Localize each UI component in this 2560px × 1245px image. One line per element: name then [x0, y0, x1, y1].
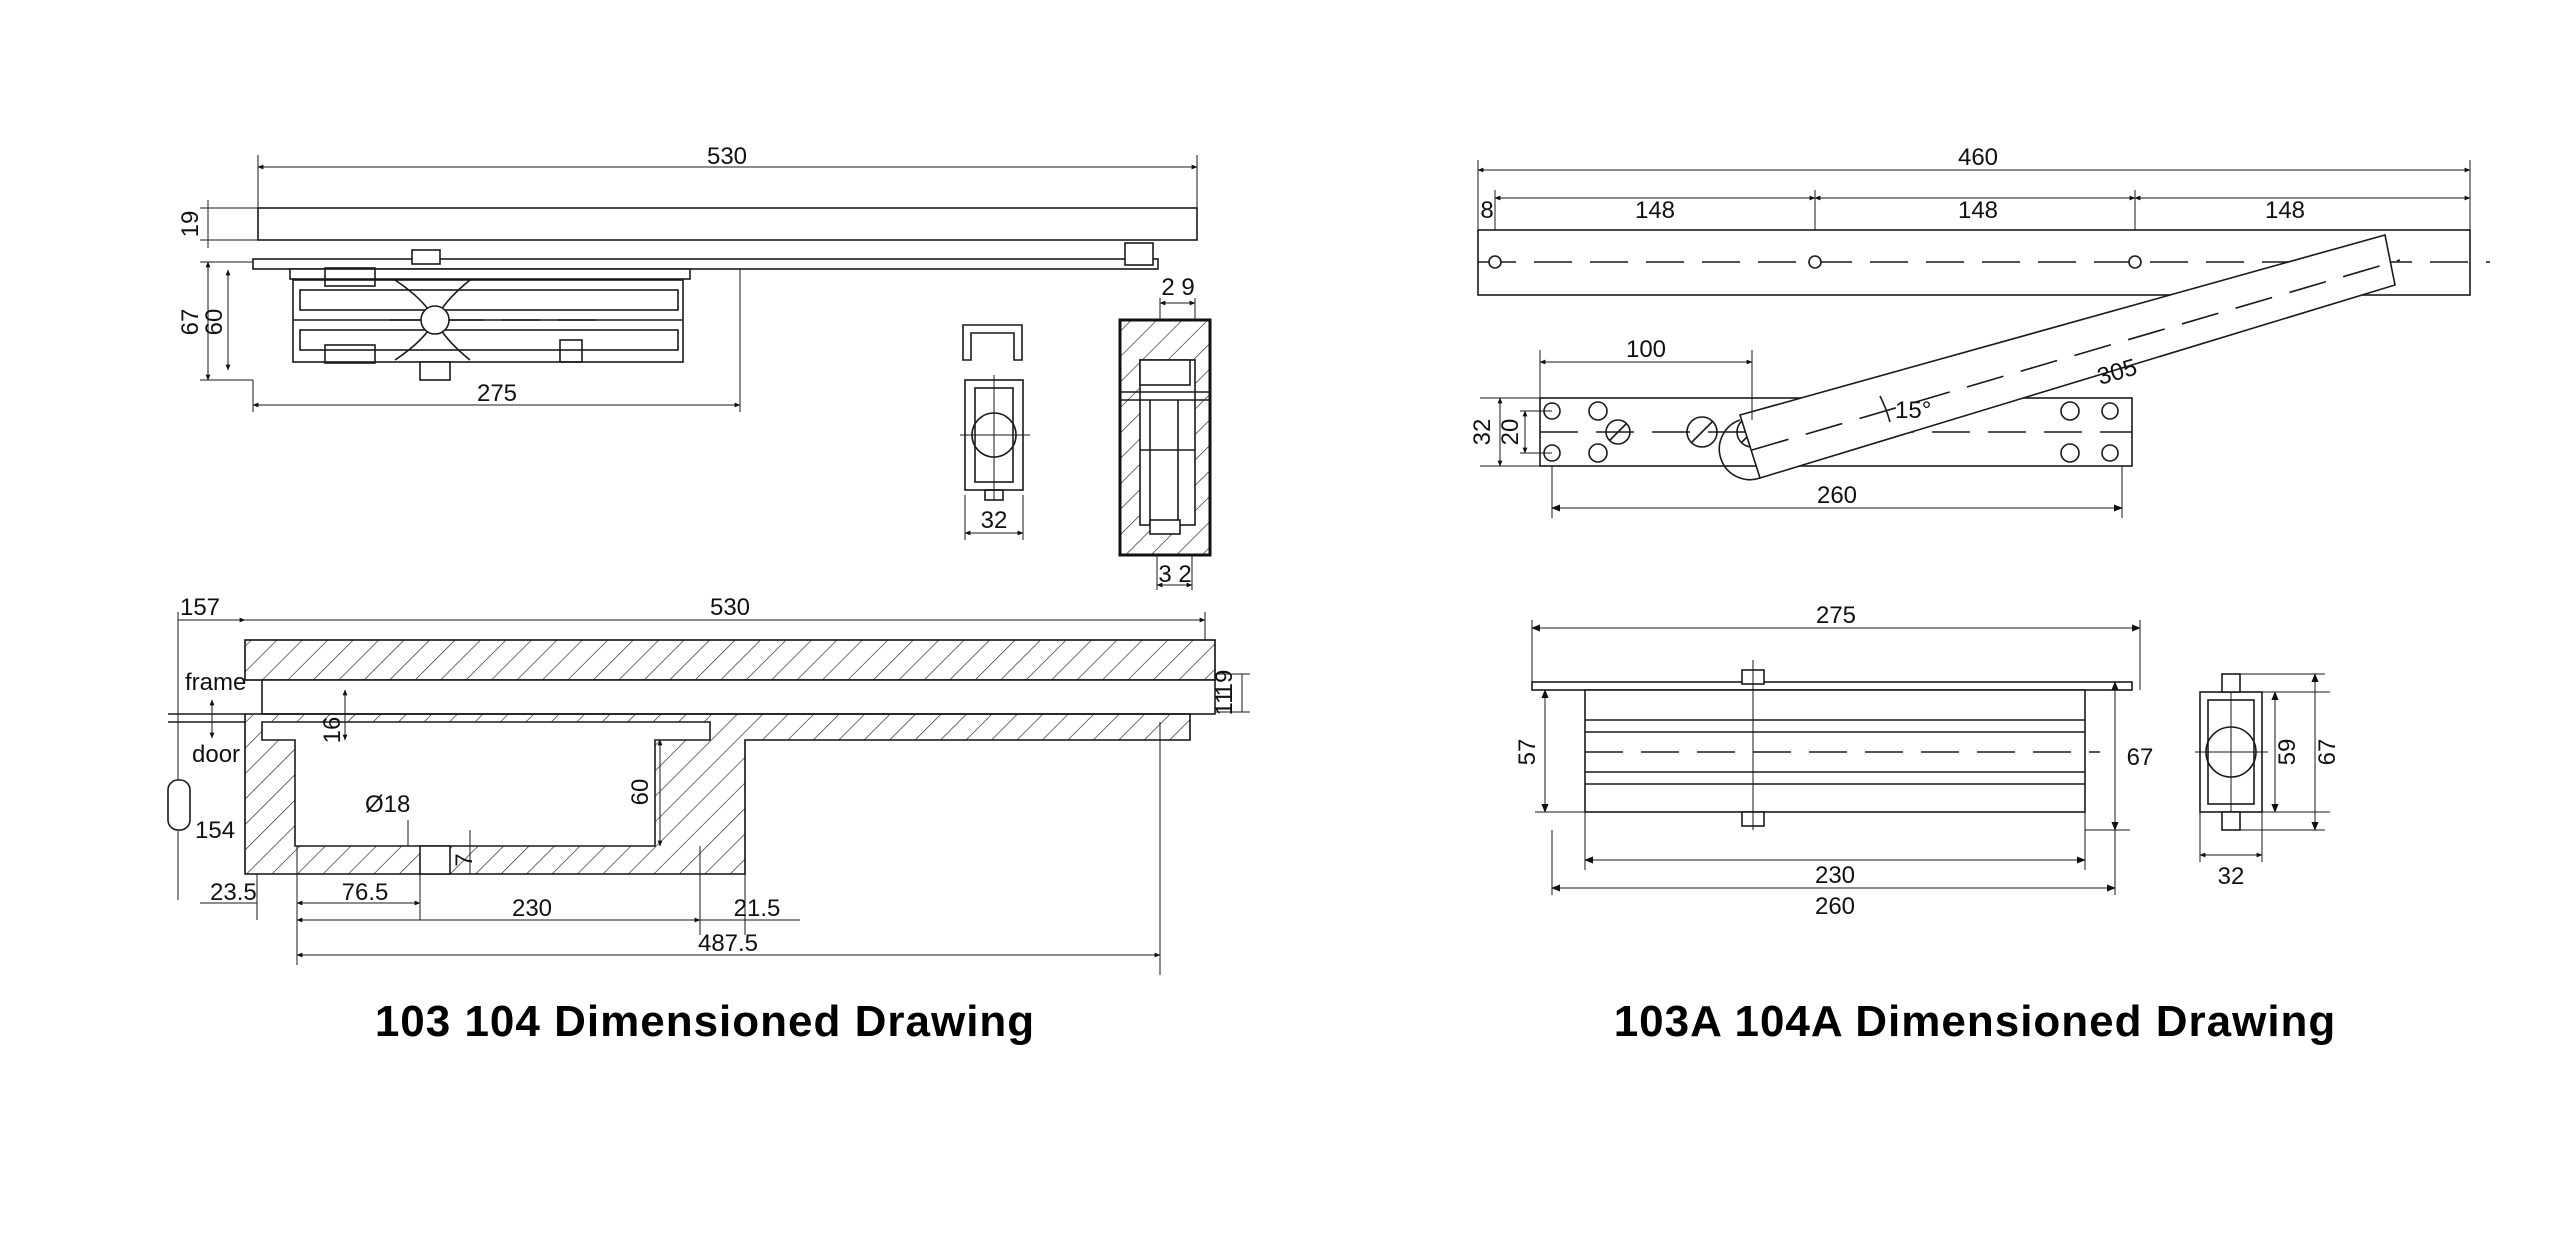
dim-154: 154	[195, 817, 235, 844]
dim-487-5: 487.5	[698, 930, 758, 957]
dim-19-right: 19	[1211, 670, 1238, 697]
dim-100: 100	[1626, 336, 1666, 363]
dim-57: 57	[1514, 739, 1541, 766]
dim-angle-15: 15°	[1895, 397, 1931, 424]
dim-460: 460	[1958, 144, 1998, 171]
dim-21-5: 21.5	[734, 895, 781, 922]
left-install-view: 530 157 frame door 16 60 Ø18 7 154 11 19	[167, 594, 1250, 975]
dim-8: 8	[1480, 197, 1493, 224]
right-end-view: 59 67 32	[2195, 673, 2341, 890]
dim-275-body: 275	[477, 380, 517, 407]
dim-76-5: 76.5	[342, 879, 389, 906]
label-frame: frame	[185, 669, 246, 696]
left-top-view: 530 19 67 60 275	[177, 143, 1198, 412]
dim-59: 59	[2274, 739, 2301, 766]
left-section-a: 32	[960, 324, 1030, 540]
dim-19-arm: 19	[177, 211, 204, 238]
dim-67-end: 67	[2314, 739, 2341, 766]
dim-275-top: 275	[1816, 602, 1856, 629]
dim-67-body-right: 67	[2127, 744, 2154, 771]
dim-60-pocket: 60	[627, 779, 654, 806]
dim-32b-section: 3 2	[1158, 561, 1191, 588]
dim-148-a: 148	[1635, 197, 1675, 224]
dim-67-body: 67	[177, 309, 204, 336]
dim-260-body: 260	[1815, 893, 1855, 920]
dim-32-end: 32	[2218, 863, 2245, 890]
dim-530-top: 530	[707, 143, 747, 170]
dim-hole-18: Ø18	[365, 791, 410, 818]
label-door: door	[192, 741, 240, 768]
right-caption: 103A 104A Dimensioned Drawing	[1614, 997, 2337, 1046]
right-body-view: 275 57 67 230 260	[1514, 602, 2153, 920]
dim-32-plate: 32	[1469, 419, 1496, 446]
right-plate-view: 15° 305 100 32 20 260	[1469, 233, 2401, 518]
dim-148-c: 148	[2265, 197, 2305, 224]
dim-530-install: 530	[710, 594, 750, 621]
dim-60-body: 60	[201, 309, 228, 336]
dim-230-body: 230	[1815, 862, 1855, 889]
dim-7-slot: 7	[451, 853, 478, 866]
left-caption: 103 104 Dimensioned Drawing	[375, 997, 1035, 1046]
left-section-b: 2 9 3 2	[1118, 274, 1212, 590]
dim-157: 157	[180, 594, 220, 621]
dim-23-5: 23.5	[210, 879, 257, 906]
dim-16: 16	[319, 717, 346, 744]
dim-11: 11	[1211, 691, 1238, 716]
dim-260-plate: 260	[1817, 482, 1857, 509]
dim-20-plate: 20	[1497, 419, 1524, 446]
dim-29-section: 2 9	[1161, 274, 1194, 301]
dim-32-section: 32	[981, 507, 1008, 534]
dim-230-install: 230	[512, 895, 552, 922]
dim-148-b: 148	[1958, 197, 1998, 224]
